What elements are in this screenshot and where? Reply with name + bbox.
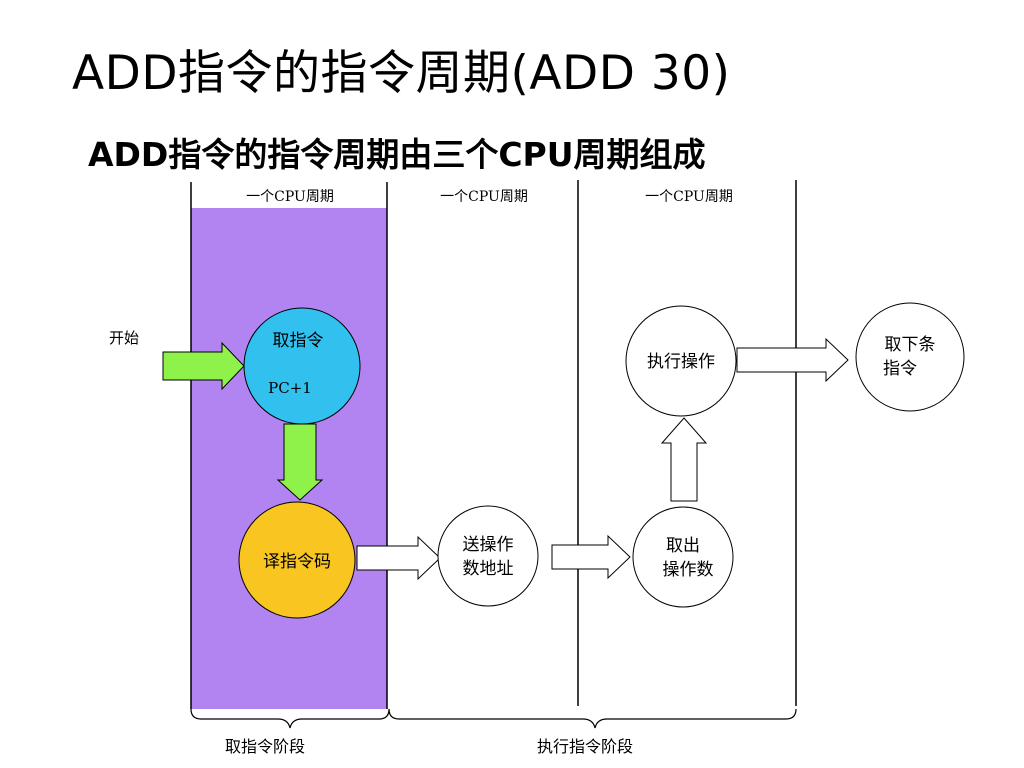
slide-subtitle: ADD指令的指令周期由三个CPU周期组成 (88, 135, 706, 174)
send-to-take-arrow (551, 534, 631, 580)
decode-node (238, 501, 356, 619)
send-address-node (437, 505, 539, 607)
execute-to-next-arrow (736, 337, 849, 383)
fetch-to-decode-arrow (276, 423, 324, 501)
take-operand-node (632, 506, 734, 608)
take-node-label-1: 取出 (666, 536, 700, 556)
execute-node-label: 执行操作 (647, 352, 715, 372)
column-header-3: 一个CPU周期 (645, 189, 733, 205)
fetch-phase-brace (190, 708, 390, 729)
decode-node-label: 译指令码 (263, 552, 331, 572)
fetch-node-pc-label: PC+1 (268, 379, 312, 397)
next-node-label-1: 取下条 (885, 335, 936, 355)
next-instruction-node (855, 302, 965, 412)
decode-to-send-arrow (356, 535, 441, 581)
column-header-1: 一个CPU周期 (246, 189, 334, 205)
fetch-node-label: 取指令 (273, 331, 324, 351)
next-node-label-2: 指令 (883, 359, 917, 379)
execute-node (625, 305, 737, 417)
send-node-label-1: 送操作 (463, 535, 514, 555)
fetch-instruction-node (243, 307, 361, 425)
slide-title: ADD指令的指令周期(ADD 30) (72, 46, 731, 101)
take-to-execute-arrow (660, 417, 708, 502)
start-label: 开始 (109, 329, 139, 347)
exec-phase-brace (388, 708, 797, 729)
column-header-2: 一个CPU周期 (440, 189, 528, 205)
take-node-label-2: 操作数 (663, 560, 714, 580)
send-node-label-2: 数地址 (463, 559, 514, 579)
fetch-phase-label: 取指令阶段 (225, 737, 305, 756)
exec-phase-label: 执行指令阶段 (537, 737, 633, 756)
start-arrow (162, 341, 245, 391)
